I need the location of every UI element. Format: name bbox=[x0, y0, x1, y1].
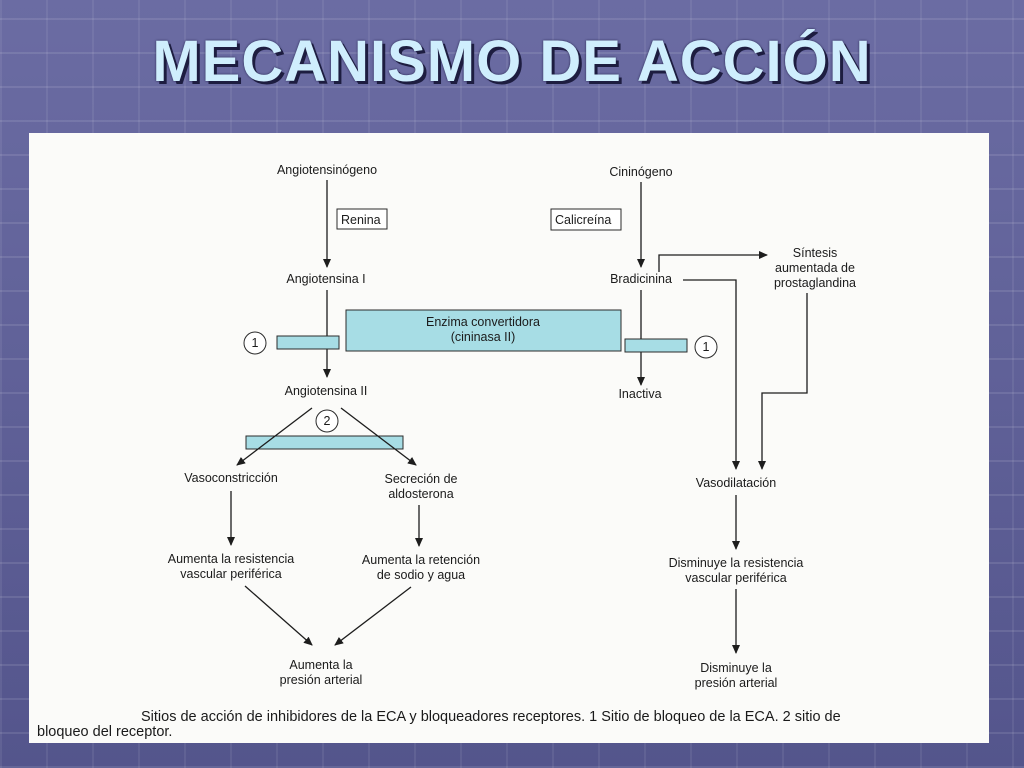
arrow-prostaglandina-to-vasodilatacion bbox=[758, 293, 808, 470]
mechanism-diagram: Angiotensinógeno Renina Angiotensina I 1… bbox=[37, 163, 856, 740]
retencion-label-2: de sodio y agua bbox=[377, 568, 465, 582]
renina-label: Renina bbox=[341, 213, 381, 227]
resistencia-label-2: vascular periférica bbox=[180, 567, 281, 581]
vasodilatacion-label: Vasodilatación bbox=[696, 476, 776, 490]
secrecion-label-2: aldosterona bbox=[388, 487, 453, 501]
site-1-left-number: 1 bbox=[252, 336, 259, 350]
cininogeno-label: Cininógeno bbox=[609, 165, 672, 179]
arrow-bradicinina-to-sintesis bbox=[658, 251, 768, 272]
enzima-label-2: (cininasa II) bbox=[451, 330, 516, 344]
receptor-block-bar bbox=[245, 435, 404, 450]
site-2-number: 2 bbox=[324, 414, 331, 428]
retencion-label-1: Aumenta la retención bbox=[362, 553, 480, 567]
arrow-bradicinina-to-vasodilatacion bbox=[683, 279, 740, 470]
aumenta-presion-label-1: Aumenta la bbox=[289, 658, 352, 672]
site-2-marker bbox=[315, 409, 339, 433]
site-1-right-number: 1 bbox=[703, 340, 710, 354]
arrow-ang-ii-to-vasoconstriccion bbox=[236, 407, 313, 466]
sintesis-label-1: Síntesis bbox=[793, 246, 837, 260]
bradicinina-label: Bradicinina bbox=[610, 272, 672, 286]
disminuye-presion-label-1: Disminuye la bbox=[700, 661, 772, 675]
secrecion-label-1: Secreción de bbox=[385, 472, 458, 486]
arrow-resistencia-to-presion bbox=[244, 585, 313, 646]
disminuye-resistencia-label-2: vascular periférica bbox=[685, 571, 786, 585]
ace-block-bar-right bbox=[624, 338, 688, 353]
arrow-ang-ii-to-aldosterona bbox=[340, 407, 417, 466]
angiotensina-i-label: Angiotensina I bbox=[286, 272, 365, 286]
calicreina-box bbox=[550, 208, 622, 231]
calicreina-label: Calicreína bbox=[555, 213, 611, 227]
resistencia-label-1: Aumenta la resistencia bbox=[168, 552, 295, 566]
slide-title: MECANISMO DE ACCIÓN bbox=[152, 29, 872, 94]
inactiva-label: Inactiva bbox=[618, 387, 661, 401]
renina-box bbox=[336, 208, 388, 230]
vasoconstriccion-label: Vasoconstricción bbox=[184, 471, 278, 485]
ace-block-bar-left bbox=[276, 335, 340, 350]
site-1-right-marker bbox=[694, 335, 718, 359]
disminuye-presion-label-2: presión arterial bbox=[695, 676, 778, 690]
aumenta-presion-label-2: presión arterial bbox=[280, 673, 363, 687]
arrow-retencion-to-presion bbox=[334, 586, 412, 646]
angiotensina-ii-label: Angiotensina II bbox=[285, 384, 368, 398]
site-1-left-marker bbox=[243, 331, 267, 355]
sintesis-label-3: prostaglandina bbox=[774, 276, 856, 290]
caption-line-2: bloqueo del receptor. bbox=[37, 724, 172, 740]
enzima-label-1: Enzima convertidora bbox=[426, 315, 540, 329]
disminuye-resistencia-label-1: Disminuye la resistencia bbox=[669, 556, 804, 570]
diagram-panel: Angiotensinógeno Renina Angiotensina I 1… bbox=[29, 133, 989, 743]
angiotensinogeno-label: Angiotensinógeno bbox=[277, 163, 377, 177]
caption-line-1: Sitios de acción de inhibidores de la EC… bbox=[141, 709, 841, 725]
sintesis-label-2: aumentada de bbox=[775, 261, 855, 275]
enzima-convertidora-box bbox=[345, 309, 622, 352]
